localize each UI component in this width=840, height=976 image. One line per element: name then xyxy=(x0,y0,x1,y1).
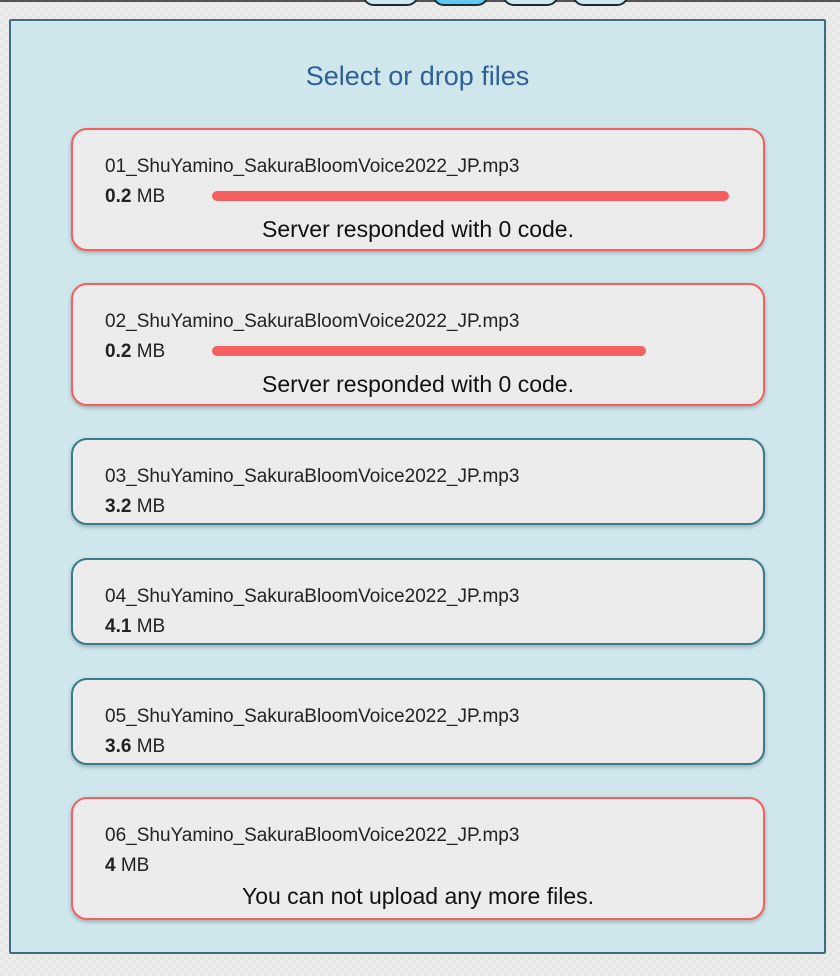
upload-progress-bar xyxy=(212,191,729,201)
file-size: 4.1 MB xyxy=(105,616,165,638)
file-preview[interactable]: 02_ShuYamino_SakuraBloomVoice2022_JP.mp3… xyxy=(71,283,765,406)
file-size-unit: MB xyxy=(136,186,166,207)
file-size-value: 3.6 xyxy=(105,736,132,757)
file-preview[interactable]: 06_ShuYamino_SakuraBloomVoice2022_JP.mp3… xyxy=(71,797,765,920)
file-size-value: 4.1 xyxy=(105,616,132,637)
upload-progress-fill xyxy=(212,191,729,201)
file-preview[interactable]: 04_ShuYamino_SakuraBloomVoice2022_JP.mp3… xyxy=(71,558,765,645)
upload-progress-bar xyxy=(212,346,729,356)
file-size-value: 0.2 xyxy=(105,186,132,207)
file-preview[interactable]: 05_ShuYamino_SakuraBloomVoice2022_JP.mp3… xyxy=(71,678,765,765)
upload-progress-fill xyxy=(212,346,647,356)
file-name: 05_ShuYamino_SakuraBloomVoice2022_JP.mp3 xyxy=(105,706,520,727)
file-size: 3.2 MB xyxy=(105,496,165,518)
nav-button-2[interactable] xyxy=(432,0,489,6)
file-size: 4 MB xyxy=(105,855,149,877)
file-size-unit: MB xyxy=(136,341,166,362)
top-border xyxy=(0,0,840,2)
nav-button-1[interactable] xyxy=(362,0,419,6)
file-preview[interactable]: 03_ShuYamino_SakuraBloomVoice2022_JP.mp3… xyxy=(71,438,765,525)
file-name: 02_ShuYamino_SakuraBloomVoice2022_JP.mp3 xyxy=(105,311,520,332)
error-message: Server responded with 0 code. xyxy=(262,216,574,242)
file-size-value: 3.2 xyxy=(105,496,132,517)
file-name: 01_ShuYamino_SakuraBloomVoice2022_JP.mp3 xyxy=(105,156,520,177)
file-size-unit: MB xyxy=(120,855,150,876)
dropzone-title: Select or drop files xyxy=(305,61,530,91)
file-preview[interactable]: 01_ShuYamino_SakuraBloomVoice2022_JP.mp3… xyxy=(71,128,765,251)
file-size-value: 4 xyxy=(105,855,116,876)
file-name: 06_ShuYamino_SakuraBloomVoice2022_JP.mp3 xyxy=(105,825,520,846)
nav-button-4[interactable] xyxy=(572,0,629,6)
dropzone[interactable]: Select or drop files 01_ShuYamino_Sakura… xyxy=(9,19,826,954)
error-message: You can not upload any more files. xyxy=(241,883,595,909)
error-message: Server responded with 0 code. xyxy=(262,371,574,397)
file-size-unit: MB xyxy=(136,616,166,637)
file-size: 3.6 MB xyxy=(105,736,165,758)
file-size-value: 0.2 xyxy=(105,341,132,362)
file-name: 04_ShuYamino_SakuraBloomVoice2022_JP.mp3 xyxy=(105,586,520,607)
file-size: 0.2 MB xyxy=(105,186,165,208)
file-size: 0.2 MB xyxy=(105,341,165,363)
file-size-unit: MB xyxy=(136,496,166,517)
file-name: 03_ShuYamino_SakuraBloomVoice2022_JP.mp3 xyxy=(105,466,520,487)
nav-button-3[interactable] xyxy=(502,0,559,6)
file-size-unit: MB xyxy=(136,736,166,757)
